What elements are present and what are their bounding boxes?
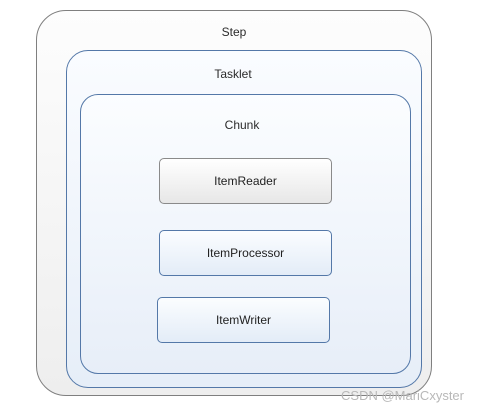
item-reader-box: ItemReader <box>159 158 332 204</box>
chunk-label: Chunk <box>224 118 260 132</box>
watermark-text: CSDN @MariCxyster <box>341 388 464 403</box>
step-label: Step <box>221 25 247 39</box>
tasklet-label: Tasklet <box>214 67 252 81</box>
item-writer-box: ItemWriter <box>157 297 330 343</box>
item-processor-box: ItemProcessor <box>159 230 332 276</box>
